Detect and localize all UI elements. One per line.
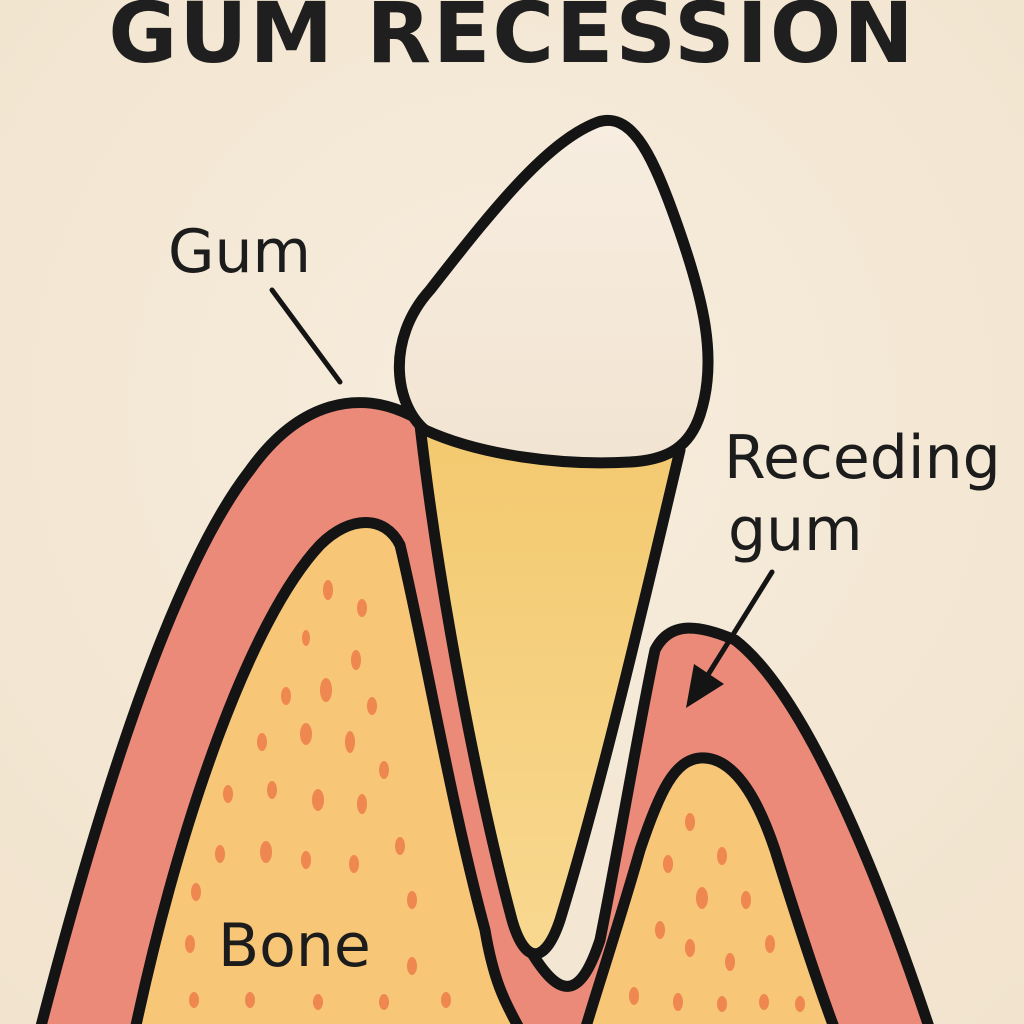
right-bone-texture [629,813,805,1012]
left-bone-texture [185,580,451,1010]
right-bone [581,752,839,1024]
bone-label: Bone [218,911,371,981]
left-bone [130,517,524,1024]
page-title: GUM RECESSION [108,0,915,82]
gum-pointer-line [269,287,343,385]
gum-label: Gum [168,217,311,287]
receding-gum-label-line2: gum [728,495,863,565]
tooth-crown [393,114,714,469]
receding-gum-label-line1: Receding [724,423,1001,493]
receding-gum-arrow [686,569,775,708]
